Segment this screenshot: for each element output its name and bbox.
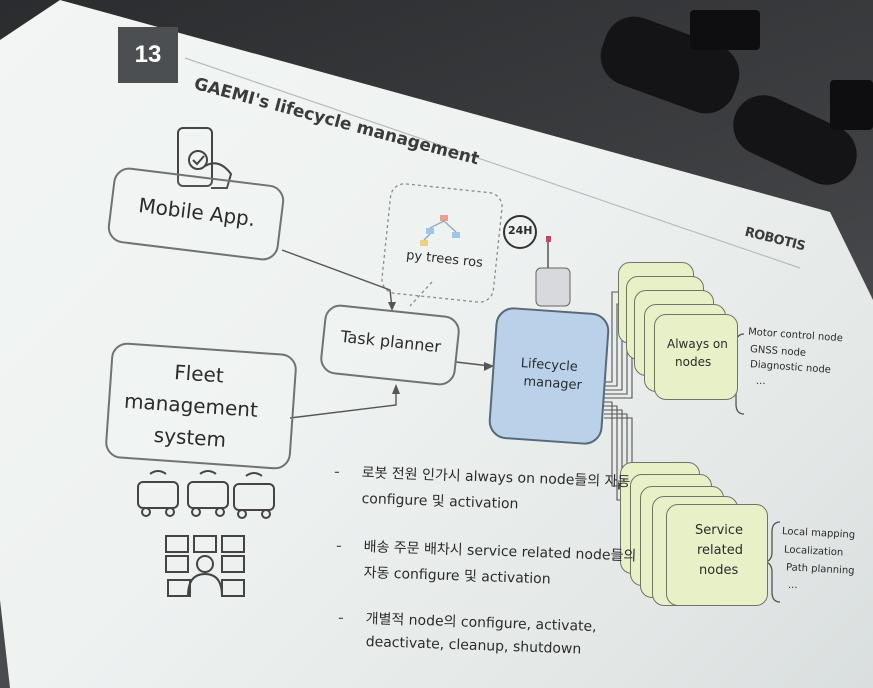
always-on-label-line1: Always on [667,337,728,351]
lifecycle-manager-box: Lifecycle manager [487,306,611,446]
fleet-label-line3: system [153,422,227,452]
ceiling-lamp [690,10,760,50]
always-on-label-line2: nodes [675,355,712,369]
ceiling-lamp [830,80,873,130]
service-related-nodes-box: Service related nodes [666,504,768,606]
task-planner-box: Task planner [318,303,462,387]
bullet-marker: - [336,536,342,555]
lifecycle-label-line1: Lifecycle [520,356,579,375]
always-on-nodes-box: Always on nodes [654,314,738,400]
operator-monitors-icon [165,535,245,597]
lifecycle-label-line2: manager [523,374,583,394]
bullet-marker: - [334,462,340,481]
fleet-label-line2: management [123,388,259,422]
fleet-label-line1: Fleet [173,360,225,388]
service-label-line1: Service [695,523,744,538]
tree-icon [420,215,460,246]
fleet-management-box: Fleet management system [104,341,298,471]
service-label-line3: nodes [699,563,739,578]
service-item: ... [788,580,798,591]
robot-icon [535,236,571,307]
always-on-item: ... [756,376,766,387]
phone-icon [177,127,233,189]
service-label-line2: related [697,543,743,558]
badge-24h: 24H [508,224,533,237]
delivery-robot-icons [137,470,275,519]
task-planner-label: Task planner [339,326,442,357]
slide-number-badge: 13 [118,27,178,83]
bullet-marker: - [338,608,344,627]
mobile-app-label: Mobile App. [137,193,257,232]
